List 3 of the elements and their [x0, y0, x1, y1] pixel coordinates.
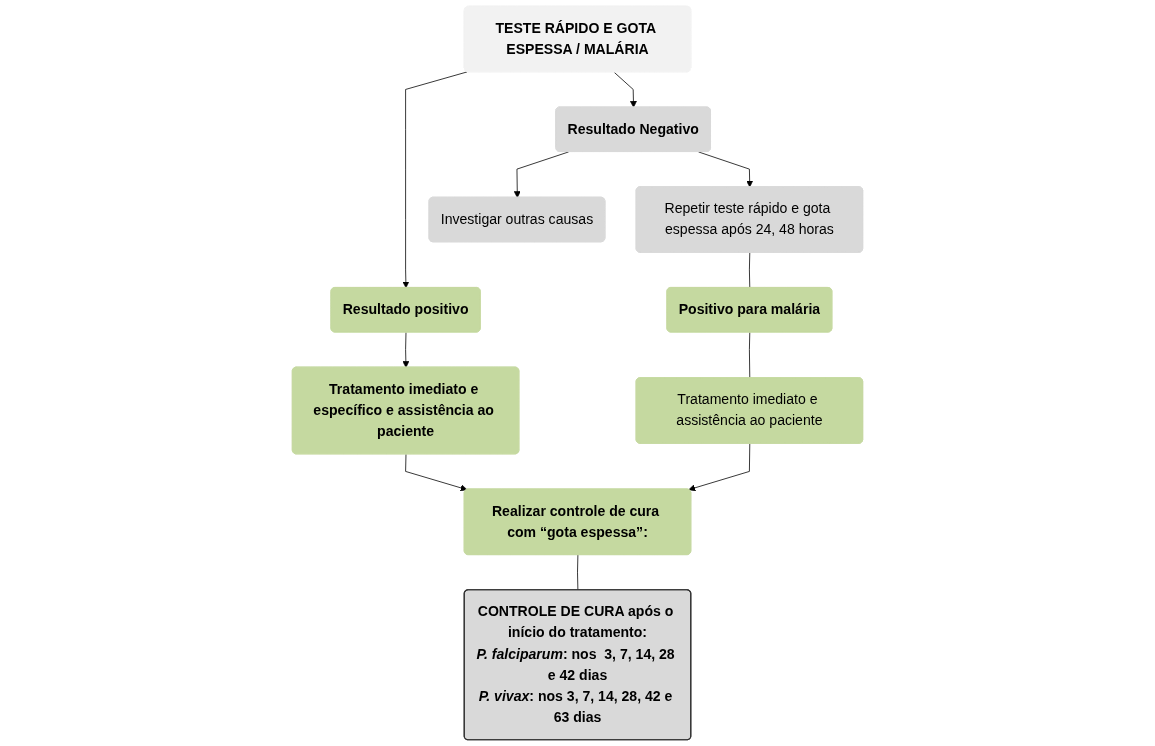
- connector: [749, 252, 751, 289]
- connector: [749, 332, 751, 379]
- connector: [577, 554, 579, 591]
